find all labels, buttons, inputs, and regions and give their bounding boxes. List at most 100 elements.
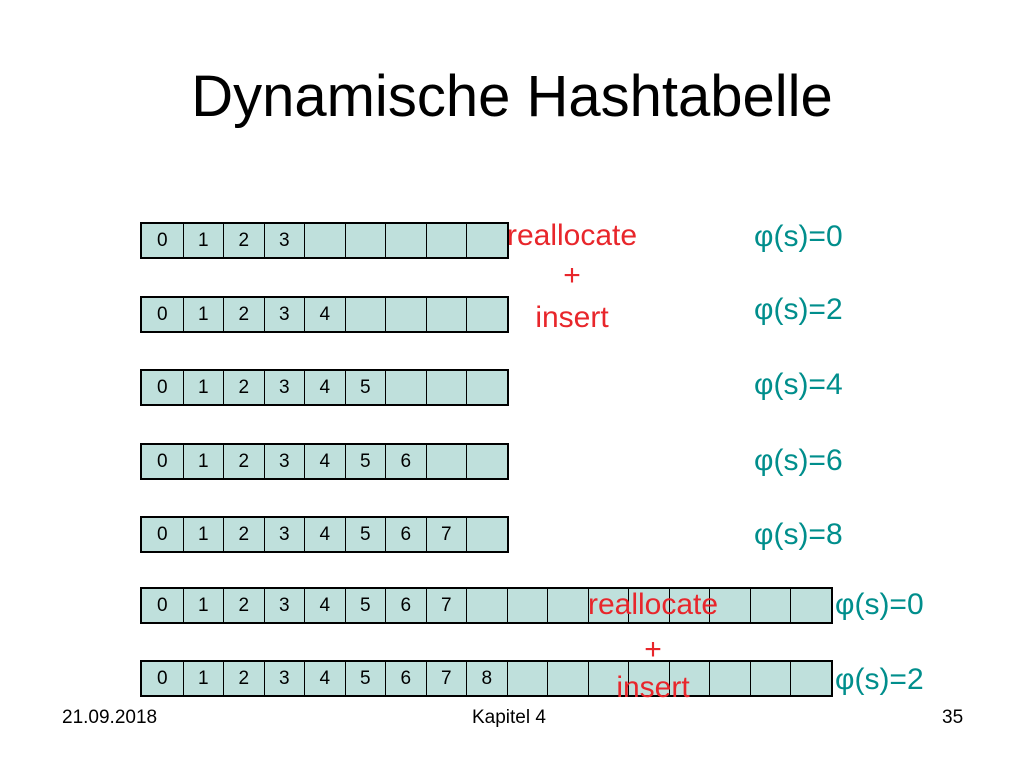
table-cell: [506, 662, 547, 695]
table-cell: 0: [142, 224, 183, 257]
table-cell: 1: [182, 518, 223, 551]
table-cell: 6: [385, 662, 426, 695]
table-cell: [344, 224, 385, 257]
table-cell: [425, 298, 466, 331]
table-cell: 2: [223, 445, 264, 478]
table-cell: 3: [263, 589, 304, 622]
potential-label-3: φ(s)=4: [754, 368, 843, 401]
table-cell: [466, 518, 507, 551]
insert-label-top: insert: [535, 301, 609, 334]
table-cell: 0: [142, 298, 183, 331]
table-cell: [425, 371, 466, 404]
table-cell: [304, 224, 345, 257]
table-cell: 1: [182, 224, 223, 257]
table-cell: 3: [263, 371, 304, 404]
table-cell: 3: [263, 662, 304, 695]
table-cell: 2: [223, 298, 264, 331]
table-cell: [425, 445, 466, 478]
reallocate-label-top: reallocate: [506, 219, 638, 252]
table-cell: [628, 589, 669, 622]
table-cell: 0: [142, 518, 183, 551]
potential-label-1: φ(s)=0: [754, 220, 843, 253]
reallocate-label-bottom: reallocate: [587, 588, 719, 621]
potential-label-5: φ(s)=8: [754, 518, 843, 551]
table-cell: [344, 298, 385, 331]
table-cell: 5: [344, 589, 385, 622]
table-cell: 5: [344, 518, 385, 551]
table-cell: 0: [142, 371, 183, 404]
table-cell: [385, 371, 426, 404]
table-cell: 7: [425, 589, 466, 622]
table-cell: 3: [263, 518, 304, 551]
table-cell: [506, 589, 547, 622]
table-cell: [466, 298, 507, 331]
table-cell: 0: [142, 662, 183, 695]
table-cell: 7: [425, 662, 466, 695]
table-cell: [466, 224, 507, 257]
table-cell: 1: [182, 445, 223, 478]
table-cell: 6: [385, 518, 426, 551]
table-cell: [790, 589, 831, 622]
potential-label-4: φ(s)=6: [754, 444, 843, 477]
table-cell: 5: [344, 371, 385, 404]
table-cell: [790, 662, 831, 695]
table-cell: [709, 589, 750, 622]
potential-label-6: φ(s)=0: [835, 588, 924, 621]
table-cell: 2: [223, 662, 264, 695]
table-cell: [466, 371, 507, 404]
potential-label-7: φ(s)=2: [835, 663, 924, 696]
table-cell: [587, 662, 628, 695]
table-cell: [749, 662, 790, 695]
table-cell: [385, 298, 426, 331]
table-cell: 7: [425, 518, 466, 551]
table-cell: [709, 662, 750, 695]
table-cell: 4: [304, 298, 345, 331]
plus-label-bottom: +: [644, 633, 662, 666]
table-cell: [547, 589, 588, 622]
table-cell: 1: [182, 371, 223, 404]
table-cell: 1: [182, 298, 223, 331]
potential-label-2: φ(s)=2: [754, 293, 843, 326]
table-cell: 5: [344, 662, 385, 695]
table-cell: 0: [142, 589, 183, 622]
table-cell: 1: [182, 662, 223, 695]
slide-title: Dynamische Hashtabelle: [191, 64, 833, 129]
table-cell: 6: [385, 589, 426, 622]
table-cell: 3: [263, 298, 304, 331]
table-cell: [749, 589, 790, 622]
table-cell: 4: [304, 662, 345, 695]
table-cell: 1: [182, 589, 223, 622]
table-cell: 8: [466, 662, 507, 695]
table-cell: 4: [304, 371, 345, 404]
table-cell: [466, 445, 507, 478]
plus-label-top: +: [563, 259, 581, 292]
insert-label-bottom: insert: [616, 671, 690, 704]
table-cell: [547, 662, 588, 695]
table-cell: 0: [142, 445, 183, 478]
table-cell: 3: [263, 445, 304, 478]
table-cell: 2: [223, 371, 264, 404]
table-cell: [587, 589, 628, 622]
table-cell: [668, 589, 709, 622]
table-cell: 2: [223, 589, 264, 622]
table-cell: 2: [223, 518, 264, 551]
footer-page-number: 35: [942, 707, 964, 728]
table-cell: [668, 662, 709, 695]
table-cell: 5: [344, 445, 385, 478]
footer-date: 21.09.2018: [62, 707, 158, 728]
footer-chapter: Kapitel 4: [472, 707, 546, 728]
table-cell: [628, 662, 669, 695]
table-cell: 4: [304, 589, 345, 622]
table-cell: 2: [223, 224, 264, 257]
table-cell: [385, 224, 426, 257]
table-cell: 6: [385, 445, 426, 478]
table-cell: [425, 224, 466, 257]
table-cell: 3: [263, 224, 304, 257]
